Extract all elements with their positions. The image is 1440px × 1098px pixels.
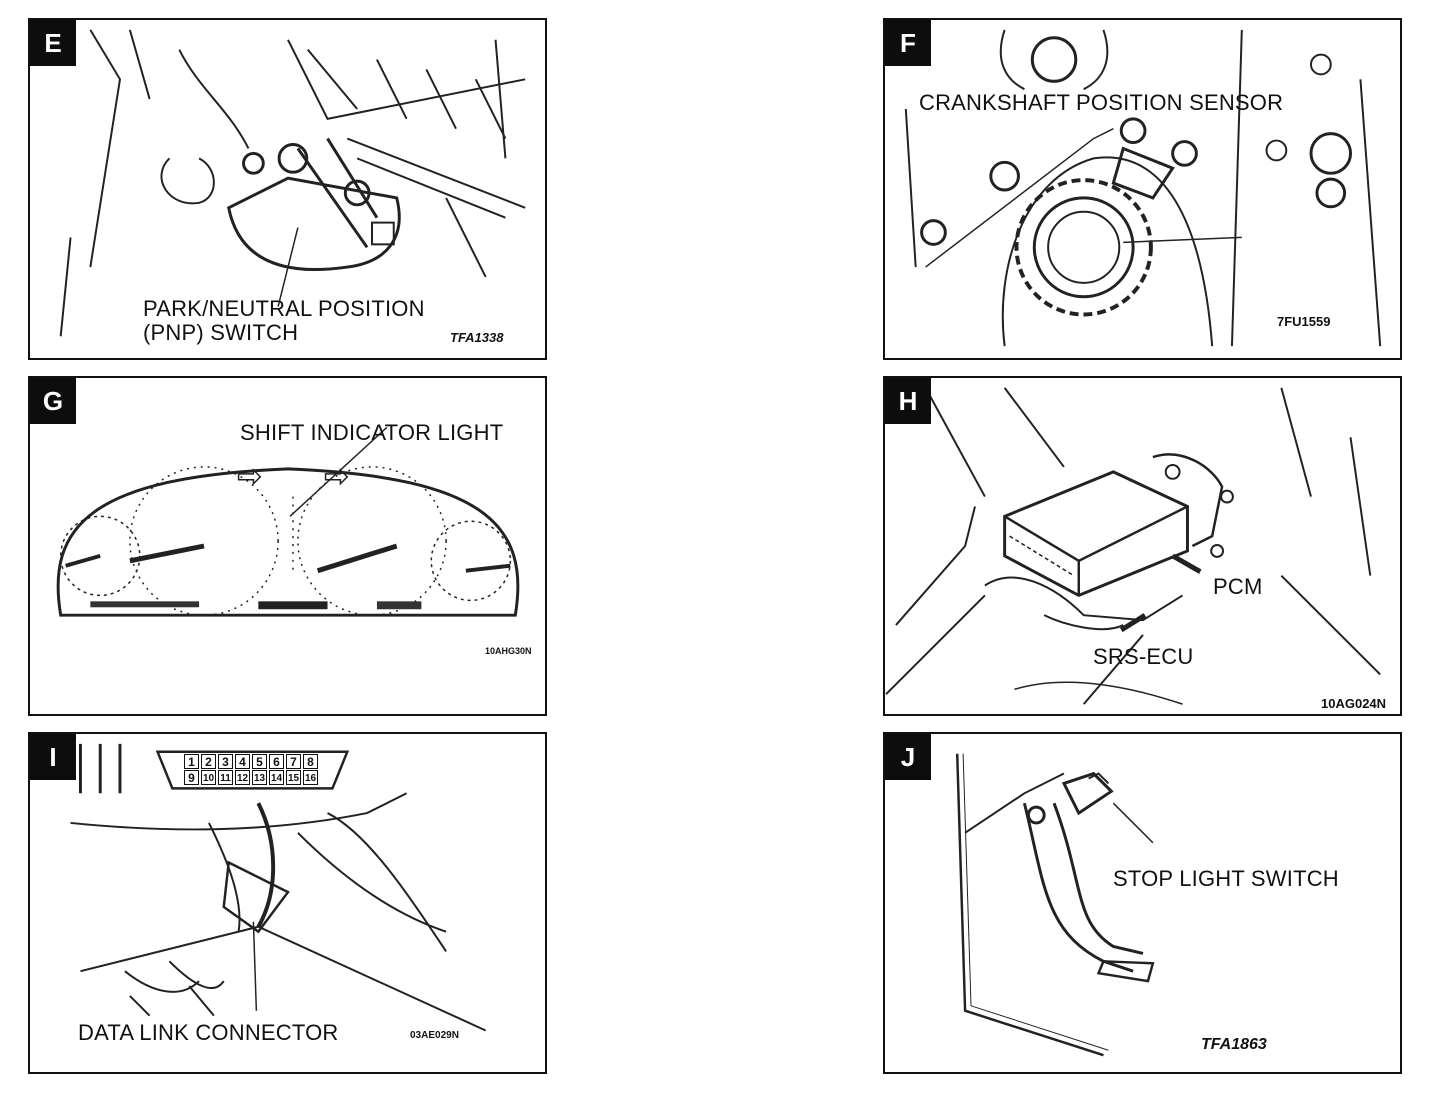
dlc-pin: 8 [303, 754, 318, 769]
pcm-location-illustration [885, 387, 1381, 705]
dlc-pin: 10 [201, 770, 216, 785]
crankshaft-sensor-illustration [904, 29, 1382, 347]
panel-g: G SHIFT INDICATOR LIGHT 10AHG30N [28, 376, 547, 716]
dlc-pin: 2 [201, 754, 216, 769]
panel-letter-f: F [885, 20, 931, 66]
crankshaft-sensor-label: CRANKSHAFT POSITION SENSOR [919, 90, 1284, 115]
data-link-connector-label: DATA LINK CONNECTOR [78, 1020, 339, 1045]
panel-e: E PARK/NEUTRAL POSITION (PNP) SWITCH TFA… [28, 18, 547, 360]
panel-letter-g: G [30, 378, 76, 424]
dlc-pin: 11 [218, 770, 233, 785]
panel-f: F CRANKSHAFT POSITION SENSOR 7FU1559 [883, 18, 1402, 360]
dlc-pin: 7 [286, 754, 301, 769]
dlc-pin: 16 [303, 770, 318, 785]
figure-code-f: 7FU1559 [1277, 314, 1331, 329]
pcm-label: PCM [1213, 574, 1263, 599]
dlc-pin: 15 [286, 770, 301, 785]
dlc-pin: 9 [184, 770, 199, 785]
dlc-pin: 3 [218, 754, 233, 769]
figure-code-i: 03AE029N [410, 1030, 459, 1041]
panel-letter-j: J [885, 734, 931, 780]
dlc-pin: 5 [252, 754, 267, 769]
panel-letter-e: E [30, 20, 76, 66]
panel-letter-i: I [30, 734, 76, 780]
data-link-connector-illustration [70, 743, 487, 1032]
dlc-pin: 13 [252, 770, 267, 785]
dlc-pin: 12 [235, 770, 250, 785]
figure-code-e: TFA1338 [450, 330, 504, 345]
panel-i: I 1 2 3 4 5 6 7 8 9 10 11 12 13 14 15 16… [28, 732, 547, 1074]
srs-ecu-label: SRS-ECU [1093, 644, 1194, 669]
instrument-cluster-illustration [56, 426, 520, 617]
figure-code-h: 10AG024N [1321, 696, 1387, 711]
dlc-pin: 4 [235, 754, 250, 769]
figure-code-g: 10AHG30N [485, 646, 532, 656]
dlc-pin: 6 [269, 754, 284, 769]
panel-letter-h: H [885, 378, 931, 424]
stop-light-switch-label: STOP LIGHT SWITCH [1113, 866, 1339, 891]
panel-h: H PCM SRS-ECU 10AG024N [883, 376, 1402, 716]
pnp-switch-illustration [59, 29, 526, 337]
dlc-pin: 1 [184, 754, 199, 769]
shift-indicator-label: SHIFT INDICATOR LIGHT [240, 420, 504, 445]
pnp-switch-label-line1: PARK/NEUTRAL POSITION [143, 296, 425, 321]
pnp-switch-label-line2: (PNP) SWITCH [143, 320, 299, 345]
dlc-pin: 14 [269, 770, 284, 785]
figure-code-j: TFA1863 [1201, 1036, 1267, 1053]
panel-j: J STOP LIGHT SWITCH TFA1863 [883, 732, 1402, 1074]
stop-light-switch-illustration [955, 753, 1155, 1057]
